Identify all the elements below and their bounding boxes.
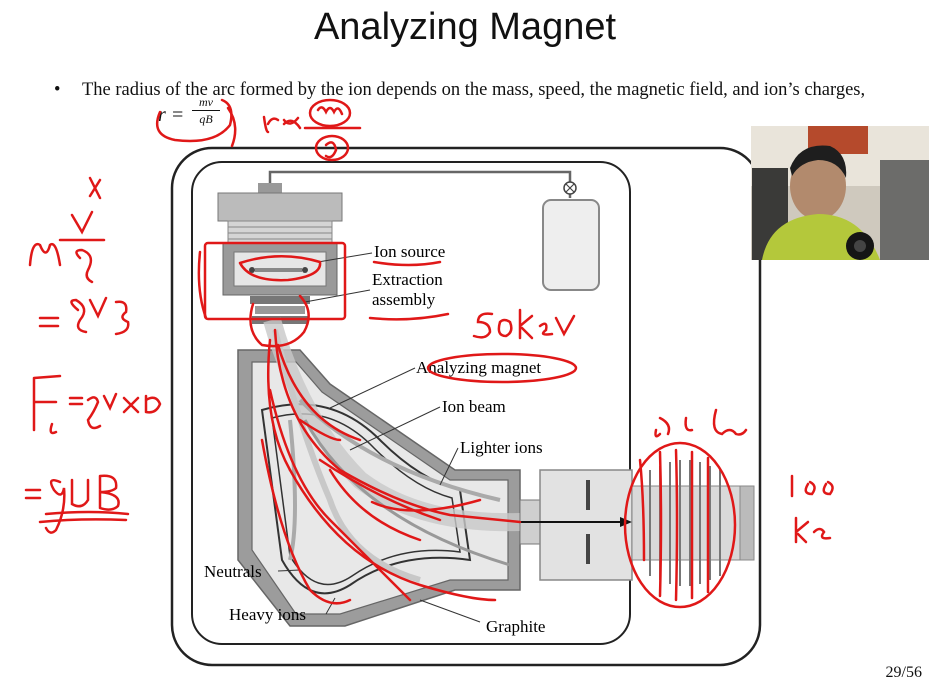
label-neutrals: Neutrals [204, 562, 262, 581]
label-lighter-ions: Lighter ions [460, 438, 543, 457]
label-assembly: assembly [372, 290, 436, 309]
label-ion-source: Ion source [374, 242, 445, 261]
label-analyzing-magnet: Analyzing magnet [416, 358, 541, 377]
slide-title: Analyzing Magnet [313, 6, 617, 48]
formula-denominator: qB [199, 112, 213, 126]
bullet-text: The radius of the arc formed by the ion … [82, 80, 866, 100]
radius-formula-lhs: r = [158, 104, 185, 126]
label-heavy-ions: Heavy ions [229, 605, 306, 624]
bullet-dot: • [54, 80, 61, 100]
formula-numerator: mv [199, 95, 213, 109]
page-number: 29/56 [885, 664, 922, 681]
label-extraction: Extraction [372, 270, 443, 289]
label-graphite: Graphite [486, 617, 545, 636]
webcam-overlay [751, 126, 929, 260]
ink-annotations [24, 98, 834, 609]
radius-formula-fraction: mv qB [192, 95, 220, 126]
label-ion-beam: Ion beam [442, 397, 506, 416]
